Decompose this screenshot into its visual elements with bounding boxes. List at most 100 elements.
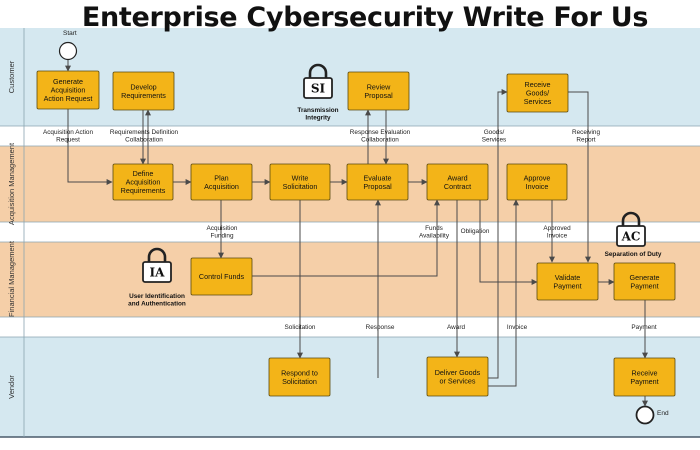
flow-connectors [65, 60, 648, 407]
flow-label-line: Collaboration [125, 136, 163, 143]
lane-label-customer: Customer [7, 60, 16, 93]
box-label-line: Solicitation [282, 377, 317, 386]
box-label-line: Acquisition [204, 182, 239, 191]
box-label-line: Evaluate [364, 173, 392, 182]
box-label-line: Invoice [526, 182, 549, 191]
flow-label-line: Award [447, 324, 465, 331]
flow-label-payment: Payment [631, 324, 656, 331]
box-control-funds: Control Funds [190, 257, 253, 296]
flow-label-line: Response [366, 324, 395, 331]
box-label-line: Acquisition [51, 86, 86, 95]
flow-label-line: Receiving [572, 129, 601, 136]
end-node: End [635, 405, 669, 425]
start-label: Start [63, 30, 77, 37]
end-label: End [657, 410, 669, 417]
flow-label-line: Obligation [461, 228, 490, 235]
badge-caption-line: and Authentication [128, 300, 186, 307]
flow-label-response: Response [366, 324, 395, 331]
badge-caption-line: Integrity [305, 114, 331, 121]
box-label-line: Plan [214, 173, 228, 182]
flow-award-to-validate [479, 182, 538, 285]
badge-caption-line: Separation of Duty [605, 251, 662, 258]
box-label-line: Generate [53, 77, 83, 86]
lane-label-vendor: Vendor [7, 375, 16, 399]
box-shape [347, 71, 410, 111]
flow-receive-to-validate [568, 91, 591, 263]
box-shape [613, 262, 676, 301]
lane-divider-1 [0, 126, 700, 146]
lane-labels: Customer Acquisition Management Financia… [7, 60, 16, 399]
flow-label-line: Acquisition Action [43, 129, 94, 136]
flow-label-line: Approved [543, 225, 571, 232]
padlock-shackle [147, 247, 167, 263]
box-label-line: Payment [553, 281, 581, 290]
box-shape [190, 257, 253, 296]
box-label-line: Acquisition [126, 178, 161, 187]
flow-label-obligation: Obligation [461, 228, 490, 235]
lane-divider-3 [0, 317, 700, 337]
box-label-line: or Services [440, 376, 476, 385]
lane-divider-2 [0, 222, 700, 242]
flow-deliver-to-receive [488, 89, 508, 379]
box-label-line: Solicitation [283, 182, 318, 191]
box-label-line: Payment [630, 281, 658, 290]
box-label-line: Define [133, 169, 154, 178]
flow-label-goods-services: Goods/Services [482, 129, 507, 143]
flow-control-to-award [252, 199, 440, 277]
box-label-line: Respond to [281, 368, 318, 377]
box-shape [112, 163, 174, 201]
box-label-line: Award [447, 173, 467, 182]
flow-label-line: Solicitation [285, 324, 316, 331]
box-shape [506, 163, 568, 201]
flow-label-line: Collaboration [361, 136, 399, 143]
box-label-line: Requirements [121, 91, 166, 100]
lane-vendor [0, 337, 700, 437]
box-label-line: Generate [630, 273, 660, 282]
box-shape [190, 163, 253, 201]
box-shape [269, 163, 331, 201]
box-label-line: Requirements [121, 186, 166, 195]
box-shape [112, 71, 175, 111]
box-label-line: Proposal [364, 91, 393, 100]
flow-label-line: Requirements Definition [110, 129, 179, 136]
flow-label-line: Response Evaluation [350, 129, 411, 136]
box-label-line: Services [524, 97, 552, 106]
flow-label-line: Availability [419, 232, 450, 239]
box-label-line: Control Funds [199, 272, 245, 281]
box-label: Control Funds [199, 272, 245, 281]
box-label-line: Action Request [44, 94, 93, 103]
box-shape [506, 73, 569, 113]
flow-label-invoice: Invoice [507, 324, 528, 331]
box-label-line: Validate [555, 273, 580, 282]
lane-label-acquisition: Acquisition Management [7, 142, 16, 225]
padlock-shackle [308, 63, 328, 79]
box-label-line: Receive [632, 368, 658, 377]
padlock-body [142, 261, 172, 283]
box-label-line: Contract [444, 182, 471, 191]
box-label-line: Write [292, 173, 309, 182]
